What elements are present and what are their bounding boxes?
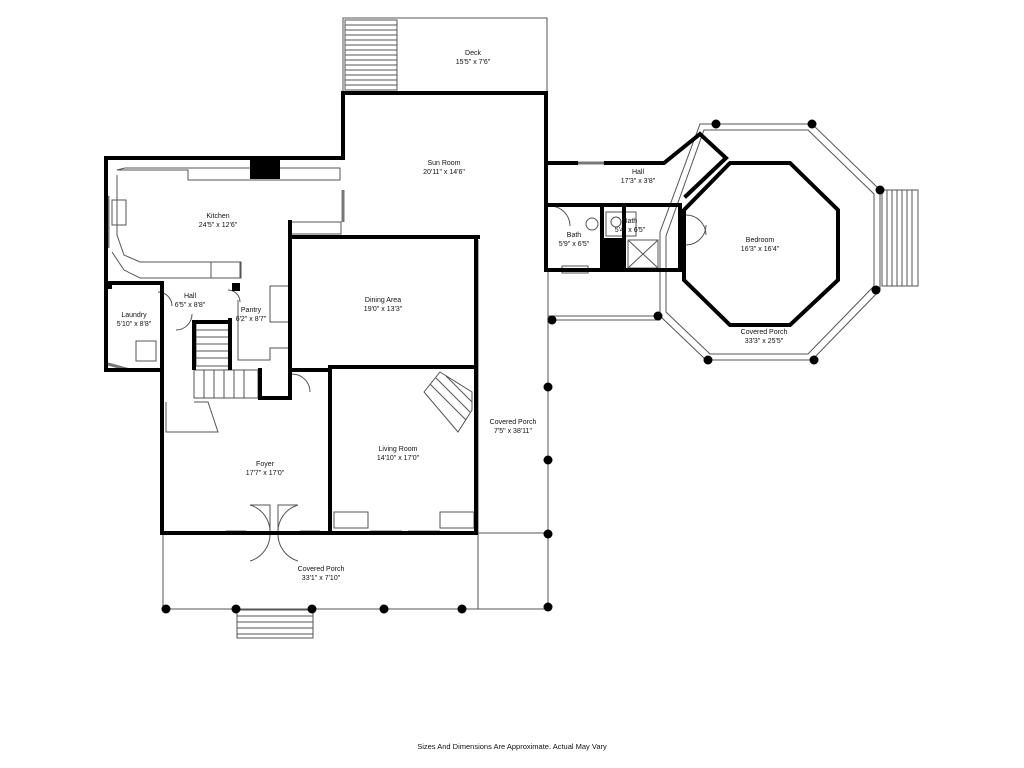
room-name: Covered Porch (740, 329, 788, 336)
room-dimensions: 19'0" x 13'3" (363, 305, 403, 313)
front-porch-outline (162, 532, 549, 610)
room-label-bedroom: Bedroom 16'3" x 16'4" (741, 237, 779, 254)
room-label-kitchen: Kitchen 24'5" x 12'6" (199, 213, 237, 230)
room-label-laundry: Laundry 5'10" x 8'8" (117, 312, 152, 329)
room-dimensions: 17'7" x 17'0" (245, 469, 285, 477)
room-label-deck: Deck 15'5" x 7'6" (456, 50, 491, 67)
room-label-foyer: Foyer 17'7" x 17'0" (246, 461, 284, 478)
room-dimensions: 14'10" x 17'0" (376, 454, 420, 462)
room-name: Sun Room (427, 160, 461, 167)
room-label-pantry: Pantry 6'2" x 8'7" (236, 307, 267, 324)
front-door-left (249, 504, 271, 534)
room-name: Bath (622, 218, 638, 225)
room-name: Covered Porch (297, 566, 345, 573)
room-name: Laundry (121, 312, 147, 319)
room-dimensions: 6'2" x 8'7" (235, 315, 267, 323)
room-label-bath-2: Bath 5'4" x 6'5" (615, 218, 646, 235)
room-dimensions: 20'11" x 14'6" (423, 168, 465, 176)
room-label-sun-room: Sun Room 20'11" x 14'6" (423, 160, 465, 177)
room-label-porch-front: Covered Porch 33'1" x 7'10" (298, 566, 345, 583)
room-label-hall-east: Hall 17'3" x 3'8" (621, 169, 656, 186)
walls (104, 91, 840, 535)
room-label-hall-west: Hall 6'5" x 8'8" (175, 293, 206, 310)
room-name: Bath (566, 232, 582, 239)
living-room-stairs (423, 371, 473, 433)
room-dimensions: 5'10" x 8'8" (116, 320, 152, 328)
room-label-porch-side: Covered Porch 7'5" x 38'11" (490, 419, 537, 436)
room-label-porch-east: Covered Porch 33'3" x 25'5" (741, 329, 788, 346)
room-label-dining: Dining Area 19'0" x 13'3" (364, 297, 402, 314)
room-dimensions: 33'1" x 7'10" (301, 574, 341, 582)
front-door-right (277, 504, 299, 534)
room-dimensions: 15'5" x 7'6" (455, 58, 491, 66)
main-stairs (165, 321, 259, 433)
disclaimer-text: Sizes And Dimensions Are Approximate. Ac… (417, 742, 607, 751)
room-dimensions: 6'5" x 8'8" (174, 301, 206, 309)
bedroom-walls (682, 161, 840, 327)
room-name: Hall (631, 169, 645, 176)
room-name: Kitchen (206, 213, 230, 220)
front-porch-steps (236, 609, 314, 639)
room-name: Pantry (240, 307, 262, 314)
room-name: Bedroom (745, 237, 775, 244)
room-dimensions: 24'5" x 12'6" (198, 221, 238, 229)
room-name: Covered Porch (489, 419, 537, 426)
room-name: Dining Area (364, 297, 402, 304)
room-name: Deck (465, 50, 481, 57)
room-name: Foyer (256, 461, 274, 468)
room-dimensions: 17'3" x 3'8" (620, 177, 656, 185)
room-dimensions: 7'5" x 38'11" (494, 427, 532, 435)
room-label-living: Living Room 14'10" x 17'0" (377, 446, 419, 463)
chimney (250, 159, 280, 179)
room-dimensions: 5'4" x 6'5" (614, 226, 646, 234)
room-label-bath-1: Bath 5'9" x 6'5" (559, 232, 590, 249)
room-dimensions: 33'3" x 25'5" (744, 337, 784, 345)
room-name: Hall (183, 293, 197, 300)
porch-posts (161, 119, 885, 614)
east-porch-stairs (881, 189, 919, 287)
room-dimensions: 16'3" x 16'4" (740, 245, 780, 253)
deck-stairs (344, 19, 398, 91)
room-dimensions: 5'9" x 6'5" (558, 240, 590, 248)
room-name: Living Room (378, 446, 418, 453)
